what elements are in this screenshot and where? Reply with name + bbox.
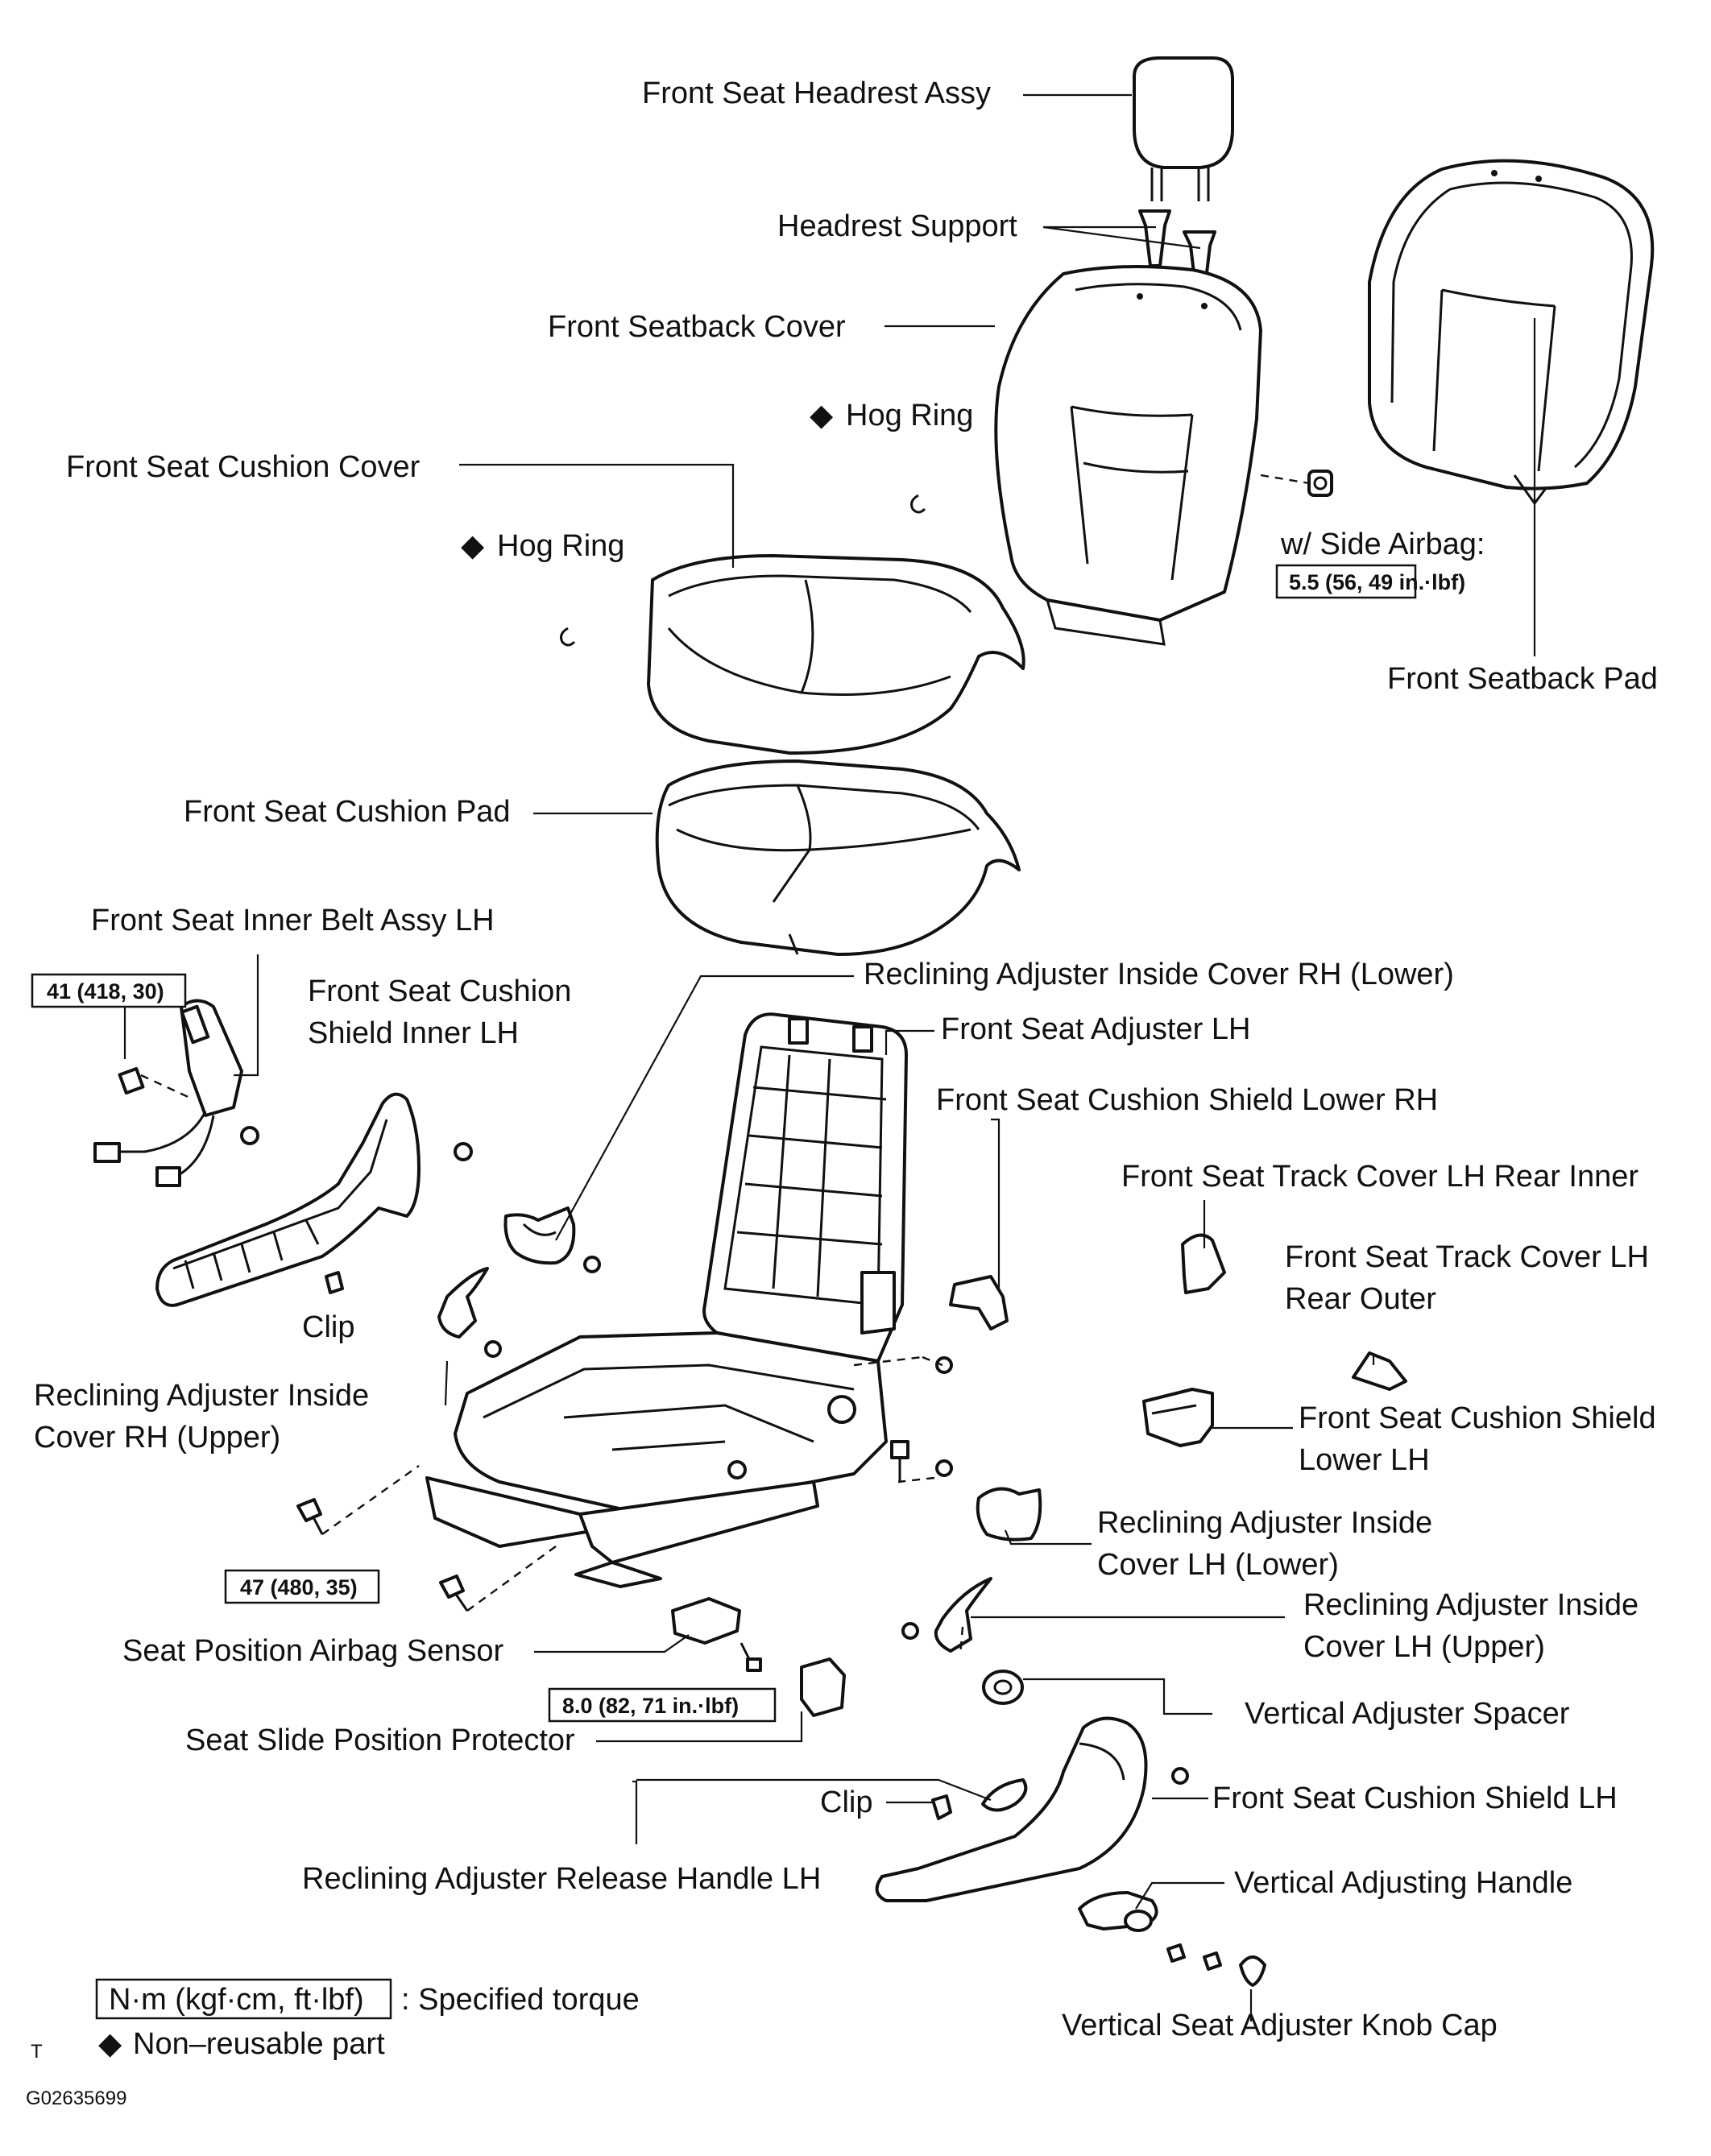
seatback-cover-drawing (994, 265, 1262, 646)
headrest-drawing (1133, 56, 1234, 201)
label-recl-rh-upper-2: Cover RH (Upper) (34, 1421, 280, 1455)
label-headrest-support: Headrest Support (777, 209, 1017, 243)
seat-frame-drawing (425, 1012, 908, 1588)
label-knob-cap: Vertical Seat Adjuster Knob Cap (1062, 2009, 1498, 2042)
label-hog-ring-lower: Hog Ring (497, 529, 624, 563)
label-clip-bottom: Clip (820, 1786, 872, 1819)
track-cover-rear-inner-drawing (1181, 1233, 1226, 1294)
clip-bottom-drawing (931, 1794, 952, 1820)
label-clip-left: Clip (302, 1310, 354, 1344)
shield-lower-rh-drawing (949, 1275, 1009, 1330)
label-track-rear-inner: Front Seat Track Cover LH Rear Inner (1121, 1160, 1638, 1194)
label-recl-lh-upper-1: Reclining Adjuster Inside (1303, 1588, 1638, 1622)
label-shield-inner-2: Shield Inner LH (308, 1016, 519, 1050)
clip-left-drawing (325, 1271, 344, 1294)
label-hog-ring-upper: Hog Ring (846, 399, 973, 432)
svg-text:47 (480, 35): 47 (480, 35) (240, 1575, 358, 1599)
shield-lower-lh-drawing (935, 1356, 1214, 1447)
legend-nonreusable: Non–reusable part (133, 2027, 385, 2061)
inner-belt-drawing (93, 999, 259, 1187)
torque-box-sensor: 8.0 (82, 71 in.·lbf) (548, 1687, 777, 1723)
label-cushion-cover: Front Seat Cushion Cover (66, 450, 420, 484)
torque-box-belt: 41 (418, 30) (31, 973, 187, 1008)
torque-box-frame: 47 (480, 35) (224, 1569, 380, 1604)
svg-text:5.5 (56, 49 in.·lbf): 5.5 (56, 49 in.·lbf) (1289, 570, 1465, 594)
center-bolts-drawing (890, 1440, 953, 1482)
label-shield-lower-lh-1: Front Seat Cushion Shield (1299, 1401, 1656, 1435)
label-airbag-sensor: Seat Position Airbag Sensor (122, 1634, 504, 1668)
recl-inside-lh-lower-drawing (976, 1487, 1042, 1541)
label-side-airbag: w/ Side Airbag: (1280, 528, 1485, 561)
label-recl-lh-upper-2: Cover LH (Upper) (1303, 1630, 1545, 1664)
label-cushion-pad: Front Seat Cushion Pad (184, 795, 511, 829)
left-bolts-drawing (296, 1498, 469, 1612)
label-track-rear-outer-1: Front Seat Track Cover LH (1285, 1240, 1649, 1274)
knob-cap-drawing (1239, 1955, 1266, 1987)
label-track-rear-outer-2: Rear Outer (1285, 1282, 1436, 1316)
seatback-pad-drawing (1368, 159, 1655, 506)
label-vertical-handle: Vertical Adjusting Handle (1234, 1866, 1572, 1900)
hog-ring-upper-drawing (910, 494, 926, 514)
torque-box-airbag: 5.5 (56, 49 in.·lbf) (1275, 564, 1465, 599)
airbag-sensor-drawing (671, 1597, 762, 1672)
legend-unit-desc: : Specified torque (401, 1983, 640, 2017)
airbag-nut-drawing (1307, 470, 1333, 497)
label-recl-lh-lower-2: Cover LH (Lower) (1097, 1548, 1339, 1582)
label-shield-lower-rh: Front Seat Cushion Shield Lower RH (936, 1083, 1438, 1117)
footer-t-mark: T (31, 2041, 43, 2063)
label-recl-lh-lower-1: Reclining Adjuster Inside (1097, 1506, 1432, 1540)
recl-inside-rh-lower-drawing (503, 1206, 601, 1273)
label-cushion-shield-lh: Front Seat Cushion Shield LH (1212, 1781, 1618, 1815)
label-headrest: Front Seat Headrest Assy (642, 77, 991, 110)
label-seatback-pad: Front Seatback Pad (1387, 662, 1658, 696)
footer-figure-id: G02635699 (26, 2088, 126, 2109)
track-cover-rear-outer-drawing (1352, 1351, 1407, 1391)
diamond-hog-lower: ◆ (461, 529, 485, 563)
cushion-shield-inner-drawing (155, 1092, 473, 1307)
label-recl-rh-upper-1: Reclining Adjuster Inside (34, 1379, 369, 1413)
diamond-hog-upper: ◆ (810, 399, 834, 432)
legend-unit-box: N·m (kgf·cm, ft·lbf) (109, 1983, 364, 2017)
cushion-shield-lh-drawing (875, 1716, 1189, 1902)
label-release-handle: Reclining Adjuster Release Handle LH (302, 1862, 821, 1896)
recl-inside-lh-upper-drawing (901, 1577, 992, 1653)
svg-text:8.0 (82, 71 in.·lbf): 8.0 (82, 71 in.·lbf) (562, 1694, 739, 1718)
label-shield-inner-1: Front Seat Cushion (308, 975, 571, 1008)
cushion-cover-drawing (647, 554, 1025, 755)
leader-lines (123, 93, 1536, 2022)
cushion-pad-drawing (655, 759, 1021, 956)
legend-diamond: ◆ (98, 2027, 122, 2061)
label-seat-adjuster-lh: Front Seat Adjuster LH (941, 1012, 1250, 1046)
vertical-handle-drawing (1078, 1891, 1222, 1971)
hog-ring-lower-drawing (560, 627, 576, 647)
legend: N·m (kgf·cm, ft·lbf) : Specified torque … (95, 1978, 640, 2061)
label-seatback-cover: Front Seatback Cover (548, 310, 846, 344)
label-vertical-spacer: Vertical Adjuster Spacer (1245, 1697, 1570, 1731)
label-inner-belt: Front Seat Inner Belt Assy LH (91, 904, 495, 937)
label-shield-lower-lh-2: Lower LH (1299, 1443, 1430, 1477)
slide-protector-drawing (800, 1657, 846, 1717)
label-recl-rh-lower: Reclining Adjuster Inside Cover RH (Lowe… (864, 958, 1454, 991)
svg-text:41 (418, 30): 41 (418, 30) (47, 979, 164, 1004)
recl-inside-rh-upper-drawing (437, 1267, 502, 1358)
label-slide-protector: Seat Slide Position Protector (185, 1724, 575, 1757)
vertical-spacer-drawing (982, 1670, 1024, 1705)
